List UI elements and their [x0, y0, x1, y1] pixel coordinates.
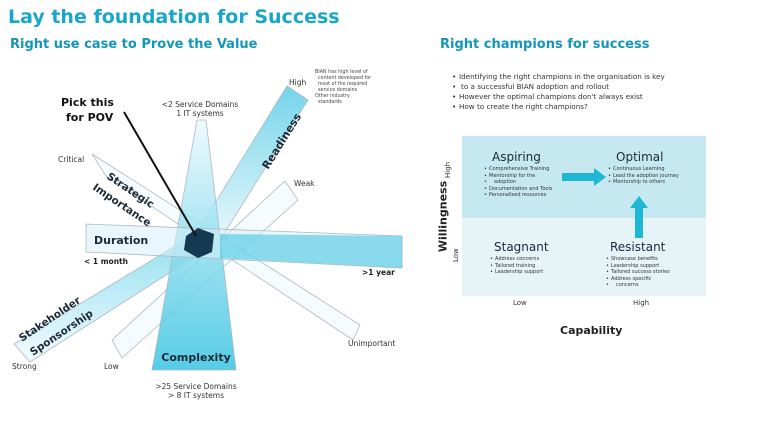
use-case-radial-diagram: Pick this for POV <2 Service Domains 1 I…: [12, 69, 403, 400]
bullet-item: Identifying the right champions in the o…: [452, 72, 702, 81]
x-low-tick: Low: [513, 299, 527, 307]
readiness-note-line: content developed for: [318, 75, 371, 81]
arrow-up-icon: [630, 196, 648, 238]
y-high-tick: High: [444, 161, 452, 178]
stakeholder-strong-label: Strong: [12, 362, 37, 371]
quadrant-list: Continuous Learning Lead the adoption jo…: [608, 166, 704, 186]
list-item: Comprehensive Training: [484, 166, 584, 173]
quadrant-title: Optimal: [616, 150, 664, 164]
list-item: Mentorship for the: [484, 173, 584, 180]
y-axis-label: Willingness: [436, 180, 450, 253]
x-high-tick: High: [633, 299, 650, 307]
list-item: Tailored training: [490, 263, 580, 270]
x-axis-label: Capability: [560, 324, 623, 337]
list-item: Continuous Learning: [608, 166, 704, 173]
list-item: Lead the adoption journey: [608, 173, 704, 180]
quadrant-aspiring: Aspiring Comprehensive Training Mentorsh…: [484, 150, 584, 199]
quadrant-title: Resistant: [610, 240, 666, 254]
list-item: Leadership support: [490, 269, 580, 276]
bullet-item: How to create the right champions?: [452, 102, 702, 111]
complexity-high-label-2: > 8 IT systems: [168, 391, 224, 400]
readiness-high-label: High: [289, 78, 306, 87]
readiness-note: BIAN has high level of content developed…: [315, 69, 371, 105]
quadrant-list: Address concerns Tailored training Leade…: [490, 256, 580, 276]
quadrant-stagnant: Stagnant Address concerns Tailored train…: [490, 240, 580, 276]
list-item: Address concerns: [490, 256, 580, 263]
pov-pointer-line: [123, 111, 197, 237]
list-item: adoption: [484, 179, 584, 186]
complexity-high-label-1: >25 Service Domains: [155, 382, 236, 391]
quadrant-title: Stagnant: [494, 240, 549, 254]
arrow-right-icon: [562, 168, 606, 186]
complexity-label: Complexity: [161, 351, 231, 364]
right-subtitle: Right champions for success: [440, 37, 650, 52]
champions-bullet-list: Identifying the right champions in the o…: [452, 72, 702, 112]
complexity-low-label-2: 1 IT systems: [176, 109, 223, 118]
readiness-note-line: standards: [318, 99, 342, 105]
list-item: Documentation and Tools: [484, 186, 584, 193]
quadrant-title: Aspiring: [492, 150, 541, 164]
quadrant-list: Comprehensive Training Mentorship for th…: [484, 166, 584, 199]
bullet-item: to a successful BIAN adoption and rollou…: [452, 82, 702, 91]
complexity-low-end-label: Low: [104, 362, 119, 371]
strategic-critical-label: Critical: [58, 155, 84, 164]
quadrant-resistant: Resistant Showcase benefits Leadership s…: [606, 240, 702, 289]
list-item: Showcase benefits: [606, 256, 702, 263]
pov-center-marker: [184, 228, 214, 258]
quadrant-optimal: Optimal Continuous Learning Lead the ado…: [608, 150, 704, 186]
pick-label-2: for POV: [66, 111, 114, 124]
duration-label: Duration: [94, 234, 148, 247]
list-item: Address specific: [606, 276, 702, 283]
bullet-item: However the optimal champions don't alwa…: [452, 92, 702, 101]
pick-label-1: Pick this: [61, 96, 114, 109]
readiness-note-line: most of the required: [318, 81, 367, 87]
list-item: Personalised resources: [484, 192, 584, 199]
quadrant-list: Showcase benefits Leadership support Tai…: [606, 256, 702, 289]
readiness-note-line: BIAN has high level of: [315, 69, 368, 75]
duration-long-end: [220, 234, 402, 268]
list-item: Tailored success stories: [606, 269, 702, 276]
page-title: Lay the foundation for Success: [8, 6, 340, 28]
y-low-tick: Low: [452, 248, 460, 262]
stakeholder-weak-label: Weak: [294, 179, 315, 188]
readiness-note-line: service domains: [318, 87, 358, 93]
duration-short-label: < 1 month: [84, 257, 128, 266]
strategic-unimportant-label: Unimportant: [348, 339, 395, 348]
readiness-note-line: Other industry: [315, 93, 350, 99]
list-item: Leadership support: [606, 263, 702, 270]
list-item: Mentorship to others: [608, 179, 704, 186]
duration-long-label: >1 year: [362, 268, 395, 277]
left-subtitle: Right use case to Prove the Value: [10, 37, 258, 52]
list-item: concerns: [606, 282, 702, 289]
complexity-low-label-1: <2 Service Domains: [162, 100, 239, 109]
